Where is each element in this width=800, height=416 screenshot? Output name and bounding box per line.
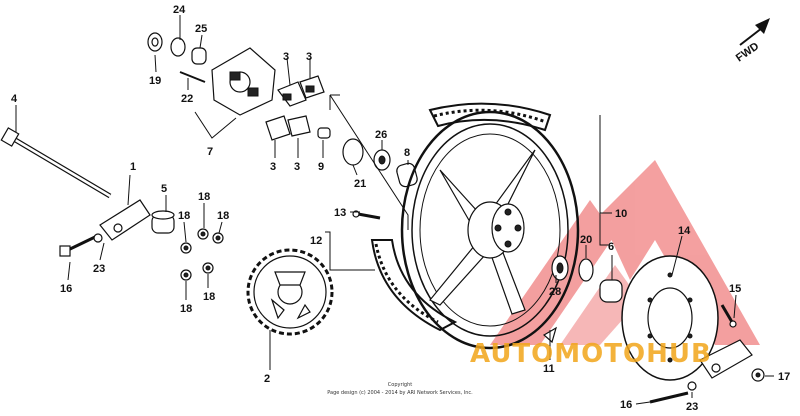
callout-15: 15 bbox=[729, 283, 741, 295]
callout-3-d: 3 bbox=[294, 161, 300, 173]
hub-small-parts bbox=[317, 127, 418, 188]
sprocket-part bbox=[246, 248, 334, 336]
callout-23-a: 23 bbox=[93, 263, 105, 275]
callout-18-d: 18 bbox=[180, 303, 192, 315]
disc-bolt-part bbox=[720, 304, 737, 328]
callout-3-c: 3 bbox=[270, 161, 276, 173]
callout-18-a: 18 bbox=[198, 191, 210, 203]
callout-14: 14 bbox=[678, 225, 691, 237]
watermark-text: AUTOMOTOHUB bbox=[470, 339, 712, 369]
nuts-group bbox=[180, 228, 224, 281]
callout-18-b: 18 bbox=[178, 210, 190, 222]
callout-9: 9 bbox=[318, 161, 324, 173]
callout-7: 7 bbox=[207, 146, 213, 158]
wheel-part bbox=[400, 110, 580, 350]
callout-12: 12 bbox=[310, 235, 322, 247]
callout-26: 26 bbox=[375, 129, 387, 141]
callout-25: 25 bbox=[195, 23, 207, 35]
tire-part bbox=[370, 102, 552, 332]
callout-3-a: 3 bbox=[283, 51, 289, 63]
forward-arrow-icon: FWD bbox=[734, 18, 770, 64]
collar-part bbox=[151, 210, 175, 234]
callout-22: 22 bbox=[181, 93, 193, 105]
damper-holder-part bbox=[211, 47, 276, 116]
callout-20: 20 bbox=[580, 234, 592, 246]
callout-13: 13 bbox=[334, 207, 346, 219]
callout-6: 6 bbox=[608, 241, 614, 253]
callout-19: 19 bbox=[149, 75, 161, 87]
right-adjuster-group bbox=[649, 339, 765, 404]
callout-16-b: 16 bbox=[620, 399, 632, 411]
callout-3-b: 3 bbox=[306, 51, 312, 63]
copyright-line-1: Copyright bbox=[388, 382, 412, 388]
callout-8: 8 bbox=[404, 147, 410, 159]
callout-28: 28 bbox=[549, 286, 561, 298]
callout-2: 2 bbox=[264, 373, 270, 385]
callout-24: 24 bbox=[173, 4, 186, 16]
callout-18-e: 18 bbox=[203, 291, 215, 303]
callout-11: 11 bbox=[543, 363, 555, 375]
callout-16-a: 16 bbox=[60, 283, 72, 295]
wheel-bearings-group bbox=[551, 255, 623, 303]
callout-4: 4 bbox=[11, 93, 18, 105]
dampers-group bbox=[265, 75, 325, 141]
chain-adjuster-part bbox=[99, 174, 151, 241]
callout-17: 17 bbox=[778, 371, 790, 383]
callout-10: 10 bbox=[615, 208, 627, 220]
axle-part bbox=[0, 127, 112, 199]
callout-labels: 1 2 3 3 3 3 4 5 6 7 8 9 10 11 12 13 14 1… bbox=[11, 4, 790, 413]
bearing-group bbox=[147, 32, 207, 83]
copyright-line-2: Page design (c) 2004 - 2014 by ARI Netwo… bbox=[327, 390, 473, 396]
callout-23-b: 23 bbox=[686, 401, 698, 413]
callout-5: 5 bbox=[161, 183, 167, 195]
bolt-left-part bbox=[59, 233, 103, 257]
brake-disc-part bbox=[621, 255, 719, 381]
callout-1: 1 bbox=[130, 161, 136, 173]
leader-lines bbox=[15, 15, 774, 405]
callout-18-c: 18 bbox=[217, 210, 229, 222]
callout-21: 21 bbox=[354, 178, 366, 190]
fwd-label: FWD bbox=[734, 40, 761, 64]
